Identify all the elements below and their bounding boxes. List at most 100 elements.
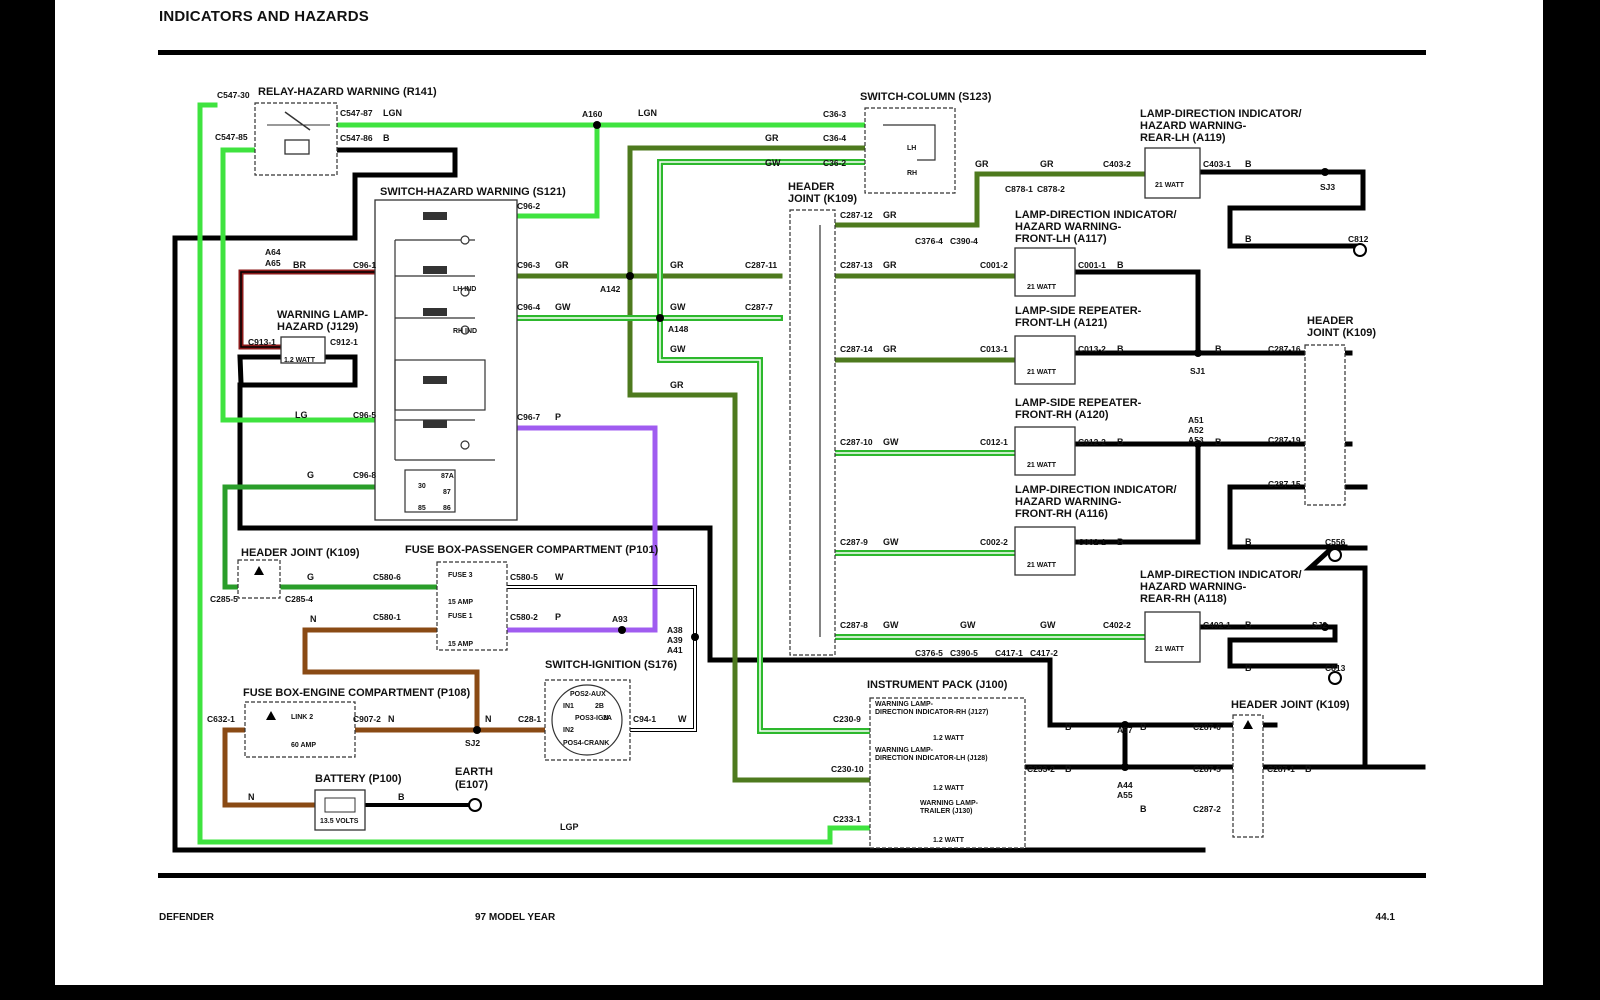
- wire-gr-3: GR: [670, 380, 684, 390]
- wire-b-4: B: [1117, 344, 1124, 354]
- conn-c285-5: C285-5: [210, 594, 238, 604]
- fuse3-amp: 15 AMP: [448, 599, 473, 606]
- wire-n-1: N: [310, 614, 317, 624]
- sw-rh-ind: RH IND: [453, 328, 477, 335]
- lamp-rear-lh-3: REAR-LH (A119): [1140, 132, 1226, 144]
- conn-c287-9: C287-9: [840, 537, 868, 547]
- conn-c287-6: C287-6: [1193, 722, 1221, 732]
- wire-b-3: B: [1117, 260, 1124, 270]
- wire-gr-5: GR: [883, 260, 897, 270]
- conn-c580-2: C580-2: [510, 612, 538, 622]
- relay-label: RELAY-HAZARD WARNING (R141): [258, 86, 437, 98]
- rating-front-lh: 21 WATT: [1027, 284, 1057, 291]
- wire-lgn-1: LGN: [383, 108, 402, 118]
- header-rule: [158, 50, 1426, 55]
- conn-c013-2: C013-2: [1078, 344, 1106, 354]
- instr-lh-2: DIRECTION INDICATOR-LH (J128): [875, 755, 988, 762]
- lamp-rep-rh-2: FRONT-RH (A120): [1015, 409, 1109, 421]
- conn-a148: A148: [668, 324, 689, 334]
- conn-c96-7: C96-7: [517, 412, 540, 422]
- footer-page-number: 44.1: [1375, 912, 1395, 923]
- conn-c012-1: C012-1: [980, 437, 1008, 447]
- sw-rh: RH: [907, 170, 917, 177]
- wire-n-4: N: [248, 792, 255, 802]
- conn-c812: C812: [1348, 234, 1369, 244]
- rating-warning-lamp: 1.2 WATT: [284, 357, 316, 364]
- wire-b-14: B: [1065, 764, 1072, 774]
- conn-a55: A55: [1117, 790, 1133, 800]
- lamp-rep-lh-1: LAMP-SIDE REPEATER-: [1015, 305, 1142, 317]
- conn-c012-2: C012-2: [1078, 437, 1106, 447]
- relay-hazard-warning: [254, 102, 338, 176]
- conn-c632-1: C632-1: [207, 714, 235, 724]
- earth-terminal: [468, 798, 482, 812]
- wire-gr-2: GR: [670, 260, 684, 270]
- warning-lamp-label-1: WARNING LAMP-: [277, 309, 368, 321]
- wire-b-relay: B: [383, 133, 390, 143]
- relay-86: 86: [443, 505, 451, 512]
- footer-rule: [158, 873, 1426, 878]
- header-br-label: HEADER JOINT (K109): [1231, 699, 1350, 711]
- conn-a51: A51: [1188, 415, 1204, 425]
- header-mid-label-2: JOINT (K109): [788, 193, 857, 205]
- conn-c813: C813: [1325, 663, 1346, 673]
- conn-a52: A52: [1188, 425, 1204, 435]
- conn-c287-19: C287-19: [1268, 435, 1301, 445]
- conn-a41: A41: [667, 645, 683, 655]
- conn-a65: A65: [265, 258, 281, 268]
- header-mid-label-1: HEADER: [788, 181, 835, 193]
- conn-c285-4: C285-4: [285, 594, 313, 604]
- wire-b-12: B: [1065, 722, 1072, 732]
- conn-c28-1: C28-1: [518, 714, 541, 724]
- conn-c878-1: C878-1: [1005, 184, 1033, 194]
- wire-b-15: B: [1140, 804, 1147, 814]
- header-right-label-2: JOINT (K109): [1307, 327, 1376, 339]
- wire-gw-col: GW: [765, 158, 781, 168]
- conn-c287-5: C287-5: [1193, 764, 1221, 774]
- conn-a142: A142: [600, 284, 621, 294]
- wire-gw-7: GW: [960, 620, 976, 630]
- warning-lamp-label-2: HAZARD (J129): [277, 321, 359, 333]
- fuse-box-engine: [244, 701, 356, 758]
- conn-c287-15: C287-15: [1268, 479, 1301, 489]
- conn-c547-85: C547-85: [215, 132, 248, 142]
- lamp-boxes: [1014, 147, 1201, 663]
- instr-lh-1: WARNING LAMP-: [875, 747, 934, 754]
- diagram-page: INDICATORS AND HAZARDS DEFENDER 97 MODEL…: [55, 0, 1543, 985]
- battery-volts: 13.5 VOLTS: [320, 818, 359, 825]
- lamp-front-rh-1: LAMP-DIRECTION INDICATOR/: [1015, 484, 1177, 496]
- wire-b-8: B: [1117, 537, 1124, 547]
- wire-n-2: N: [388, 714, 395, 724]
- lamp-front-lh-3: FRONT-LH (A117): [1015, 233, 1107, 245]
- relay-87a: 87A: [441, 473, 454, 480]
- wire-gw-2: GW: [670, 302, 686, 312]
- conn-c907-2: C907-2: [353, 714, 381, 724]
- instrument-label: INSTRUMENT PACK (J100): [867, 679, 1008, 691]
- lamp-front-rh-2: HAZARD WARNING-: [1015, 496, 1122, 508]
- conn-c36-2: C36-2: [823, 158, 846, 168]
- conn-c912-1: C912-1: [330, 337, 358, 347]
- conn-c580-6: C580-6: [373, 572, 401, 582]
- header-joint-mid: [789, 209, 836, 656]
- rating-rear-lh: 21 WATT: [1155, 182, 1185, 189]
- n-wires: [222, 627, 548, 808]
- relay-30: 30: [418, 483, 426, 490]
- wire-n-3: N: [485, 714, 492, 724]
- conn-sj3: SJ3: [1320, 182, 1335, 192]
- lamp-rear-lh-1: LAMP-DIRECTION INDICATOR/: [1140, 108, 1302, 120]
- link2-amp: 60 AMP: [291, 742, 316, 749]
- conn-a38: A38: [667, 625, 683, 635]
- conn-c376-4: C376-4: [915, 236, 943, 246]
- conn-c402-2: C402-2: [1103, 620, 1131, 630]
- conn-c287-13: C287-13: [840, 260, 873, 270]
- sw-lh: LH: [907, 145, 916, 152]
- relay-85: 85: [418, 505, 426, 512]
- fuse-box-passenger: [436, 561, 508, 651]
- wire-lgn-2: LGN: [638, 108, 657, 118]
- conn-c013-1: C013-1: [980, 344, 1008, 354]
- conn-c230-9: C230-9: [833, 714, 861, 724]
- wire-b-13: B: [1140, 722, 1147, 732]
- conn-c230-10: C230-10: [831, 764, 864, 774]
- wire-gw-8: GW: [1040, 620, 1056, 630]
- wire-g-2: G: [307, 572, 314, 582]
